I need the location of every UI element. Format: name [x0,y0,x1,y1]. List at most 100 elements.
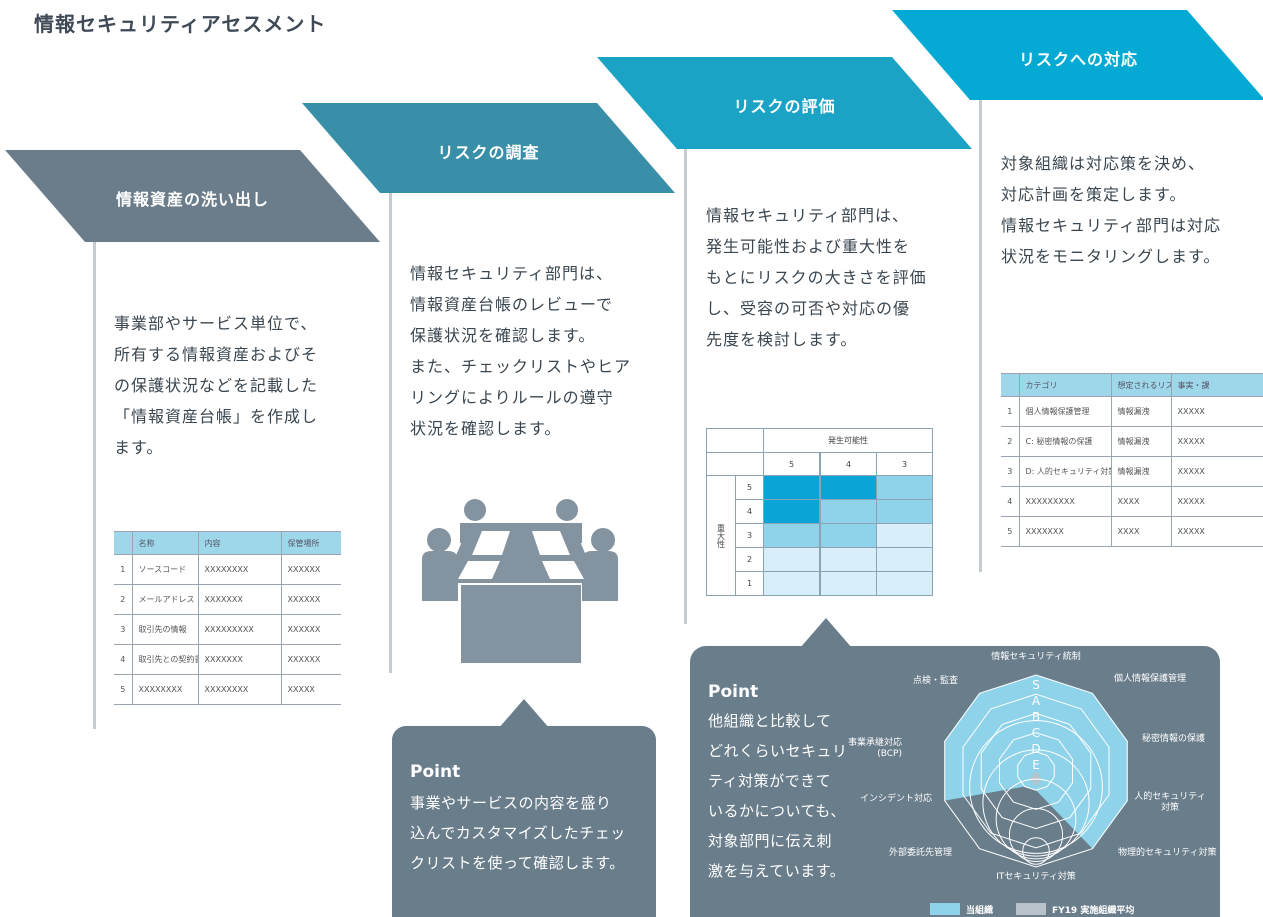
description-line: また、チェックリストやヒア [410,357,632,376]
matrix-cell [876,523,933,548]
legend-swatch [930,903,960,915]
description-line: 状況をモニタリングします。 [1001,247,1221,266]
radar-level-label: B [1032,710,1040,724]
point-text-line: 激を与えています。 [708,862,846,880]
radar-grid-circle [1008,807,1064,863]
radar-grid-circle [1022,837,1050,865]
table-cell: XXXXXXXXX [1018,486,1112,517]
table-cell: 取引先との契約書 [131,644,199,675]
step-label-1: 情報資産の洗い出し [115,190,269,209]
description-line: 情報資産台帳のレビューで [410,295,614,314]
matrix-cell [820,499,877,524]
matrix-col-header: 発生可能性 [763,428,933,453]
radar-grid-ring [1017,751,1055,791]
matrix-row-label: 1 [735,571,764,596]
description-line: 発生可能性および重大性を [706,237,911,256]
description-line: 情報セキュリティ部門は対応 [1001,216,1222,235]
page-title: 情報セキュリティアセスメント [34,12,327,36]
table-cell: C: 秘密情報の保護 [1018,426,1112,457]
step-description-1: 事業部やサービス単位で、所有する情報資産およびその保護状況などを記載した「情報資… [114,308,318,463]
table-header-cell: 内容 [197,531,282,555]
step-label-3: リスクの評価 [733,97,836,116]
matrix-col-label: 3 [876,452,933,476]
description-line: 対象組織は対応策を決め、 [1001,154,1206,173]
radar-axis-label: (BCP) [877,749,902,759]
description-line: 「情報資産台帳」を作成し [114,407,319,426]
step-banner-2: リスクの調査 [302,103,675,193]
table-cell: 4 [1001,486,1020,517]
matrix-row-label: 5 [735,475,764,500]
description-line: ます。 [114,438,164,457]
point-text: 他組織と比較してどれくらいセキュリティ対策ができているかについても、対象部門に伝… [708,706,848,886]
table-cell: XXXXX [1170,486,1263,517]
point-text-line: 他組織と比較して [708,712,832,730]
table-cell: XXXXX [1170,426,1263,457]
matrix-cell [763,499,820,524]
matrix-cell [876,547,933,572]
radar-axis-label: 人的セキュリティ [1134,790,1205,802]
table-cell: XXXXX [1170,396,1263,427]
table-cell: 5 [1001,516,1020,547]
matrix-corner [706,452,764,476]
table-cell: XXXXX [1170,516,1263,547]
radar-axis-label: 情報セキュリティ統制 [991,650,1080,662]
radar-axis-label: インシデント対応 [860,792,932,804]
step-label-4: リスクへの対応 [1018,50,1138,69]
step-description-2: 情報セキュリティ部門は、情報資産台帳のレビューで保護状況を確認します。また、チェ… [410,258,631,444]
radar-axis-label: 事業承継対応 [848,736,902,748]
matrix-cell [876,571,933,596]
matrix-row-label: 4 [735,499,764,524]
table-cell: 取引先の情報 [131,614,199,645]
step-banner-1: 情報資産の洗い出し [5,150,380,242]
table-cell: XXXXXXXXX [197,614,282,645]
step-banner-4: リスクへの対応 [892,10,1263,100]
point-text-line: クリストを使って確認します。 [410,854,625,872]
description-line: 情報セキュリティ部門は、 [410,264,614,283]
banner-shape [892,10,1263,100]
matrix-cell [820,523,877,548]
description-line: 所有する情報資産およびそ [114,345,319,364]
matrix-col-label: 4 [820,452,877,476]
table-cell: 3 [114,614,133,645]
step-description-3: 情報セキュリティ部門は、発生可能性および重大性をもとにリスクの大きさを評価し、受… [706,200,927,355]
point-text-line: 込んでカスタマイズしたチェッ [410,824,626,842]
radar-level-label: C [1032,726,1040,740]
radar-axis-label: 外部委託先管理 [889,846,952,858]
radar-grid-ring [980,712,1092,830]
table-cell: 情報漏洩 [1110,456,1172,487]
table-cell: 2 [114,584,133,615]
description-line: 保護状況を確認します。 [410,326,596,345]
description-line: 情報セキュリティ部門は、 [706,206,910,225]
matrix-row-label: 3 [735,523,764,548]
point-text-line: 対象部門に伝え刺 [708,832,833,850]
point-label: Point [410,762,461,782]
table-cell: XXXXXXX [197,584,282,615]
table-header-cell: 想定されるリスク [1110,373,1172,397]
table-header-cell: 名称 [131,531,199,555]
table-cell: 2 [1001,426,1020,457]
radar-level-label: S [1032,678,1040,692]
table-cell: 4 [114,644,133,675]
table-cell: 3 [1001,456,1020,487]
description-line: し、受容の可否や対応の優 [706,299,911,318]
point-text-line: 事業やサービスの内容を盛り [410,794,612,812]
matrix-cell [763,475,820,500]
point-text: 事業やサービスの内容を盛り込んでカスタマイズしたチェックリストを使って確認します… [410,788,626,878]
matrix-cell [763,571,820,596]
radar-level-label: D [1031,742,1040,756]
radar-grid-circle [995,778,1077,860]
table-cell: XXXXXXXX [131,674,199,705]
legend-label: 当組織 [966,904,993,916]
table-cell: 1 [114,554,133,585]
matrix-col-label: 5 [763,452,820,476]
radar-series-0 [944,675,1128,849]
table-cell: ソースコード [131,554,199,585]
radar-axis-label: 対策 [1161,801,1179,813]
